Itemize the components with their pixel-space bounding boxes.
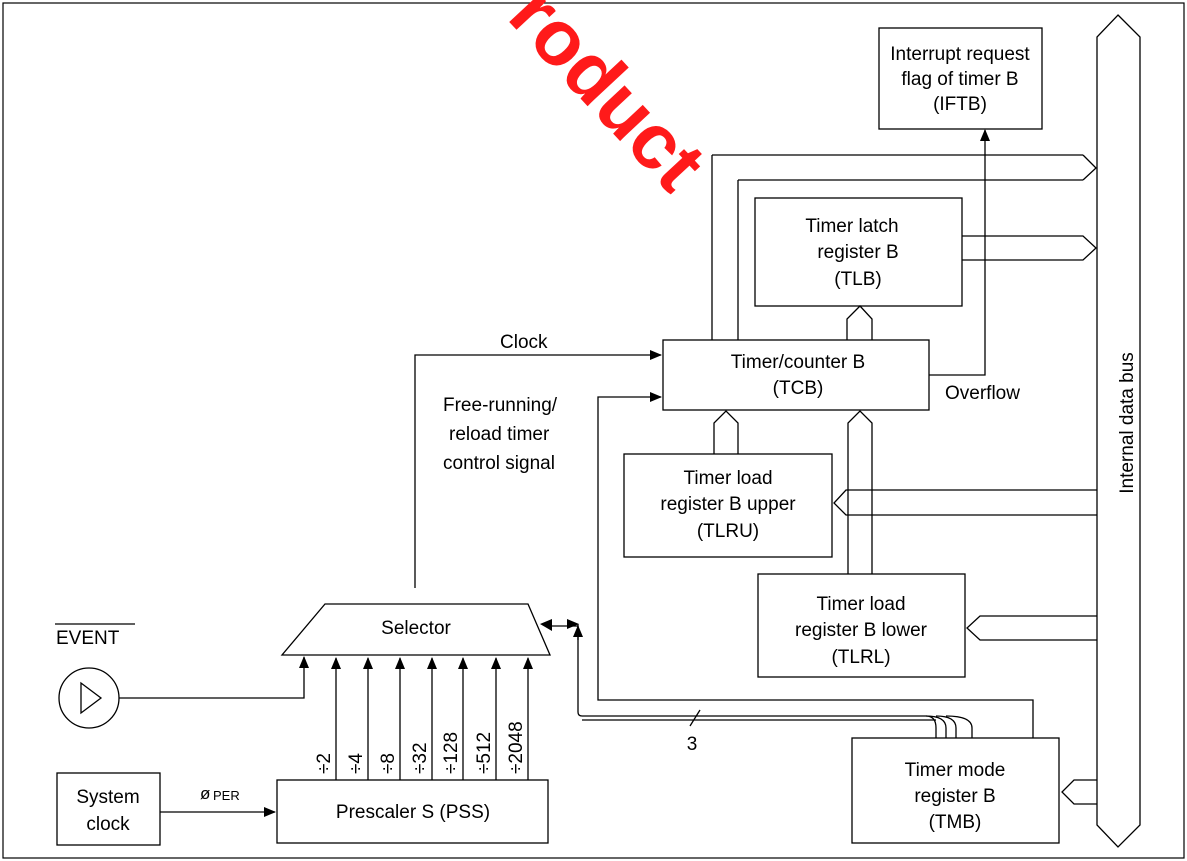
tmb-block [851,737,1060,844]
divider-label: ÷8 [378,753,399,774]
event-buffer-icon [80,681,103,715]
system-clock-block [56,772,161,846]
tlrl-label-line3: (TLRL) [831,647,890,668]
divider-label: ÷32 [410,742,431,774]
select-bus [573,624,973,738]
tmb-label-line1: Timer mode [905,760,1006,781]
tlb-label-line1: Timer latch [805,216,898,237]
select-arrowhead [540,619,552,631]
divider-label: ÷4 [346,753,367,774]
tlrl-label-line2: register B lower [795,620,928,641]
tlb-label-line2: register B [817,242,898,263]
iftb-block [878,27,1043,130]
event-line [119,656,309,699]
pss-label: Prescaler S (PSS) [336,802,490,823]
control-label-line1: Free-running/ [443,395,558,416]
event-label: EVENT [56,628,120,649]
clock-label: Clock [500,332,548,353]
internal-data-bus [1096,14,1141,848]
pss-block [276,779,549,844]
divider-lines: ÷2 ÷4 ÷8 ÷32 ÷128 ÷512 ÷2048 [314,657,533,780]
tlru-to-tcb-arrow [713,410,739,454]
tlru-label-line2: register B upper [660,494,796,515]
svg-text:Product: Product [458,0,723,207]
watermark: Product [458,0,723,207]
tlb-label-line3: (TLB) [834,269,882,290]
tlrl-block [757,573,966,678]
tcb-to-bus-upper-arrow [711,154,1097,340]
tcb-to-tlb-arrow [846,305,873,340]
divider-label: ÷2048 [506,721,527,774]
bus-width-label: 3 [687,734,698,755]
tcb-block [662,339,930,411]
iftb-label-line3: (IFTB) [933,94,987,115]
divider-label: ÷128 [441,732,462,774]
tmb-label-line3: (TMB) [929,812,982,833]
iftb-label-line2: flag of timer B [901,69,1018,90]
bus-to-tmb-arrow [1061,779,1097,805]
tcb-label-line1: Timer/counter B [731,352,865,373]
selector-block [280,603,551,656]
control-label-line3: control signal [443,453,555,474]
event-input-pin [58,667,120,729]
overflow-line [929,129,990,376]
tlrl-label-line1: Timer load [816,594,905,615]
bus-to-tlrl-arrow [966,615,1097,641]
control-signal-line [597,392,1034,738]
control-label-line2: reload timer [449,424,550,445]
divider-label: ÷2 [314,753,335,774]
tlru-label-line3: (TLRU) [697,521,759,542]
tlb-block [754,197,963,307]
clock-line [414,350,662,588]
phi-subscript: PER [213,788,240,803]
iftb-label-line1: Interrupt request [890,44,1030,65]
divider-label: ÷512 [474,732,495,774]
bus-to-tlru-arrow [833,489,1097,516]
system-clock-label-line1: System [76,787,139,808]
tlru-label-line1: Timer load [683,468,772,489]
tcb-label-line2: (TCB) [773,378,824,399]
selector-label: Selector [381,618,451,639]
overflow-label: Overflow [945,383,1020,404]
phi-symbol: ø [200,784,210,803]
system-clock-label-line2: clock [86,814,130,835]
tlb-to-bus-arrow [962,235,1097,261]
tlrl-to-tcb-arrow [847,410,873,574]
tlru-block [623,453,833,558]
tmb-label-line2: register B [914,786,995,807]
internal-data-bus-label: Internal data bus [1117,352,1138,494]
